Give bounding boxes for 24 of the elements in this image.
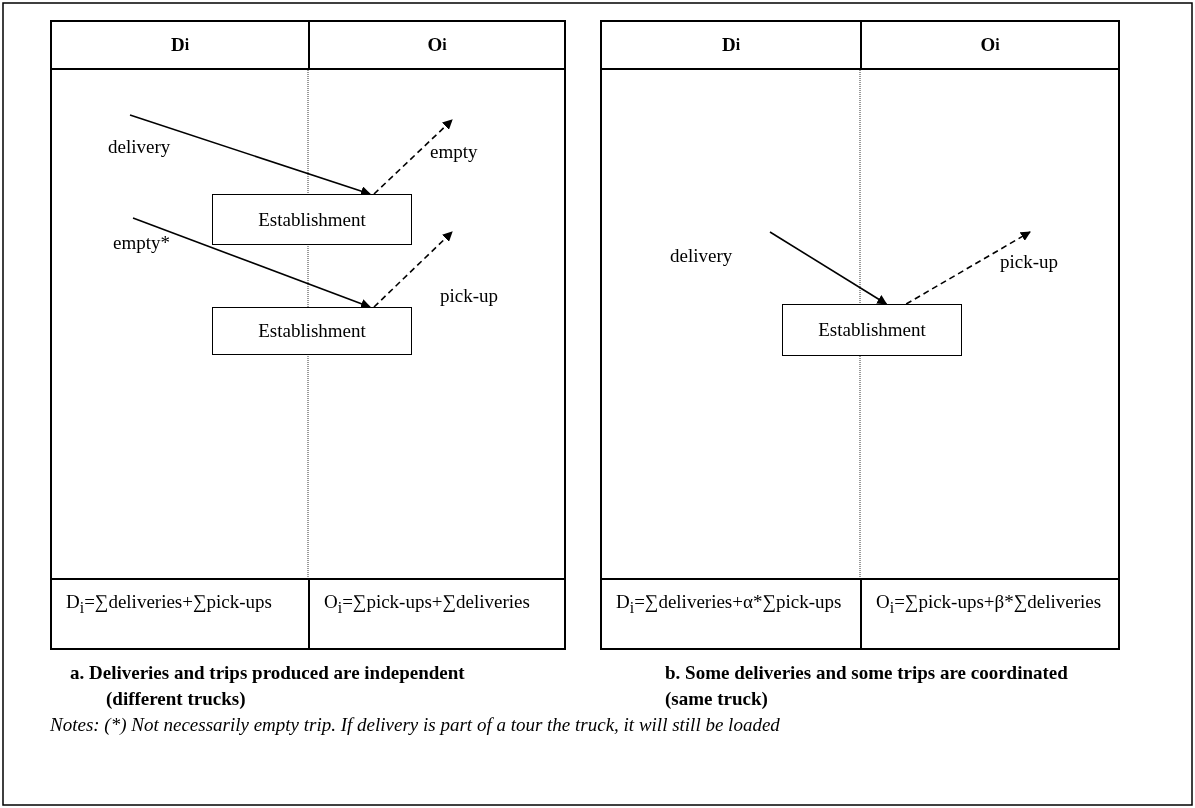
- edge-label: pick-up: [440, 285, 499, 307]
- arrow: [132, 217, 371, 309]
- arrow: [769, 231, 888, 305]
- formula-cell: D$_{i}$=∑deliveries+∑pick-ups: [52, 578, 308, 648]
- note-text: Notes: (*) Not necessarily empty trip. If delivery is part of a tour the truck, it will still be loaded: [50, 714, 780, 736]
- establishment-box: Establishment: [212, 194, 412, 245]
- panel-caption: a. Deliveries and trips produced are independent (different trucks): [70, 661, 466, 711]
- arrow: [129, 114, 371, 196]
- dashed-arrow: [373, 231, 453, 308]
- formula-cell: D$_{i}$=∑deliveries+α*∑pick-ups: [602, 578, 860, 648]
- panel-caption: b. Some deliveries and some trips are coordinated (same truck): [665, 661, 1069, 711]
- dashed-arrow: [905, 231, 1031, 305]
- formula-cell: O$_{i}$=∑pick-ups+∑deliveries: [308, 578, 564, 648]
- formula-cell: O$_{i}$=∑pick-ups+β*∑deliveries: [860, 578, 1118, 648]
- table-panel: [600, 20, 1120, 650]
- edge-label: delivery: [108, 136, 171, 158]
- table-panel: [50, 20, 566, 650]
- establishment-box: Establishment: [212, 307, 412, 355]
- edge-label: delivery: [670, 245, 733, 267]
- edge-label: pick-up: [1000, 251, 1059, 273]
- dashed-arrow: [373, 119, 453, 195]
- edge-label: empty: [430, 141, 478, 163]
- edge-label: empty*: [113, 232, 170, 254]
- establishment-box: Establishment: [782, 304, 962, 356]
